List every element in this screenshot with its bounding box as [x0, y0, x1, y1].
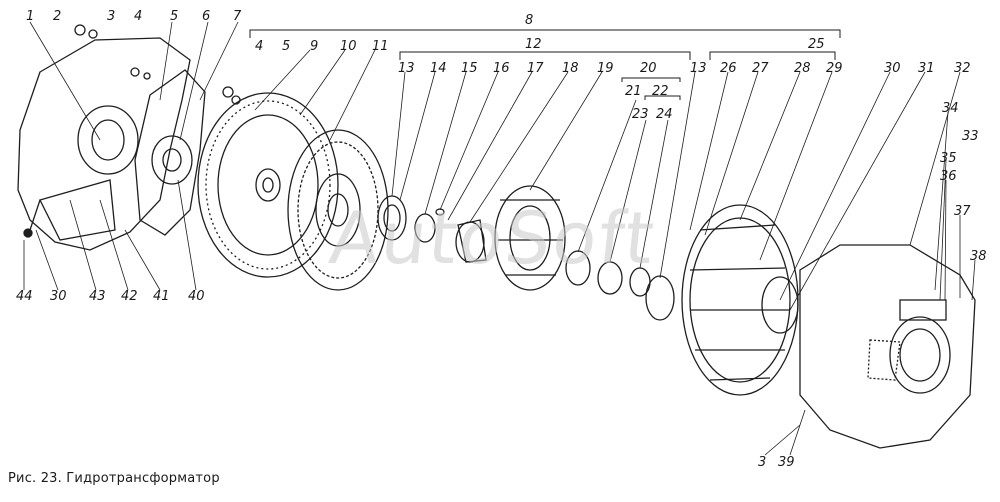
callout-8: 8 [525, 13, 533, 28]
callout-30: 30 [884, 61, 901, 76]
callout-17: 17 [527, 61, 544, 76]
callout-41: 41 [153, 289, 170, 304]
callout-31: 31 [918, 61, 935, 76]
flywheel-ring-gear [197, 92, 339, 278]
callout-labels: 1 2 3 4 5 6 7 8 9 10 11 12 13 14 15 16 1… [16, 9, 987, 470]
figure-caption: Рис. 23. Гидротрансформатор [8, 471, 220, 486]
callout-37: 37 [954, 204, 971, 219]
watermark: AutoSoft [325, 196, 660, 280]
callout-19: 19 [597, 61, 614, 76]
group-brackets [249, 29, 841, 100]
callout-35: 35 [940, 151, 957, 166]
callout-33: 33 [962, 129, 979, 144]
callout-5: 5 [170, 9, 178, 24]
nut-parts [74, 24, 151, 80]
callout-26: 26 [720, 61, 737, 76]
leader-lines [23, 21, 976, 456]
callout-3b: 3 [758, 455, 766, 470]
callout-42: 42 [121, 289, 138, 304]
callout-15: 15 [461, 61, 478, 76]
housing-cover-plate [17, 37, 191, 251]
callout-43: 43 [89, 289, 106, 304]
turbine-wheel [287, 129, 389, 291]
callout-28: 28 [794, 61, 811, 76]
drive-plate [134, 69, 206, 236]
callout-24: 24 [656, 107, 673, 122]
callout-32: 32 [954, 61, 971, 76]
callout-25: 25 [808, 37, 825, 52]
converter-housing [799, 244, 976, 449]
callout-9: 9 [310, 39, 318, 54]
callout-29: 29 [826, 61, 843, 76]
callout-27: 27 [752, 61, 769, 76]
callout-23: 23 [632, 107, 649, 122]
callout-12: 12 [525, 37, 542, 52]
callout-6: 6 [202, 9, 210, 24]
callout-34: 34 [942, 101, 959, 116]
stator-reactor [494, 185, 566, 291]
callout-21: 21 [625, 84, 642, 99]
callout-3: 3 [107, 9, 115, 24]
callout-39: 39 [778, 455, 795, 470]
callout-38: 38 [970, 249, 987, 264]
callout-40: 40 [188, 289, 205, 304]
callout-4: 4 [134, 9, 142, 24]
callout-7: 7 [233, 9, 242, 24]
callout-4b: 4 [255, 39, 263, 54]
callout-36: 36 [940, 169, 957, 184]
callout-13: 13 [398, 61, 415, 76]
callout-44: 44 [16, 289, 33, 304]
callout-14: 14 [430, 61, 447, 76]
pump-wheel [681, 204, 799, 396]
callout-16: 16 [493, 61, 510, 76]
callout-5b: 5 [282, 39, 290, 54]
callout-22: 22 [652, 84, 669, 99]
callout-30b: 30 [50, 289, 67, 304]
callout-2: 2 [53, 9, 61, 24]
callout-13b: 13 [690, 61, 707, 76]
callout-18: 18 [562, 61, 579, 76]
callout-10: 10 [340, 39, 357, 54]
callout-11: 11 [372, 39, 389, 54]
callout-20: 20 [640, 61, 657, 76]
callout-1: 1 [26, 9, 34, 24]
